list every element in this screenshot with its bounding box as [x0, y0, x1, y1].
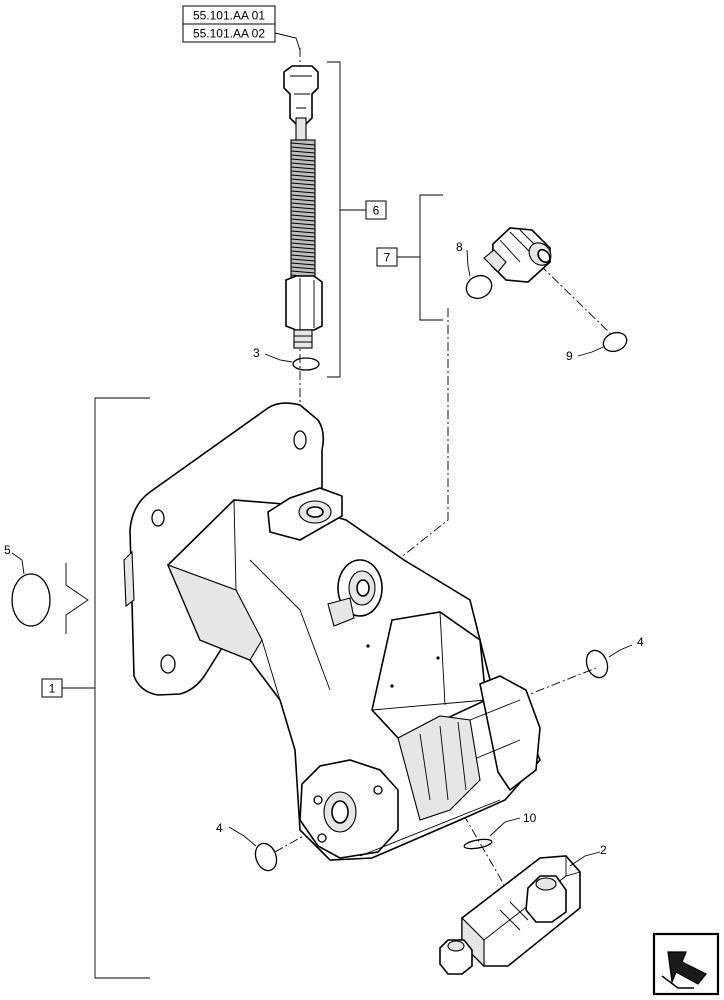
callout-2: 2 — [600, 843, 607, 857]
bracket-6 — [327, 61, 341, 378]
callout-4-right: 4 — [637, 635, 644, 649]
reference-box-2[interactable]: 55.101.AA 02 — [182, 23, 276, 43]
leader-3 — [264, 353, 293, 363]
callout-box-7[interactable] — [376, 247, 398, 267]
leader-4-left — [228, 826, 257, 847]
seal-10[interactable] — [463, 838, 493, 851]
o-ring-4-right[interactable] — [583, 647, 611, 680]
hydraulic-motor-body[interactable] — [123, 402, 541, 861]
fitting-axis-line — [539, 264, 613, 336]
callout-box-6[interactable] — [365, 200, 387, 220]
leader-8 — [466, 249, 471, 277]
reference-box-1[interactable]: 55.101.AA 01 — [182, 5, 276, 25]
sensor-assembly[interactable] — [283, 65, 323, 349]
reference-leader — [274, 32, 301, 51]
reference-label-2: 55.101.AA 02 — [193, 27, 265, 41]
callout-9: 9 — [566, 349, 573, 363]
leader-9 — [577, 346, 604, 357]
port-right-line — [519, 667, 597, 699]
leader-4-right — [608, 644, 633, 658]
callout-10: 10 — [523, 811, 537, 825]
callout-3: 3 — [253, 346, 260, 360]
o-ring-4-left[interactable] — [252, 840, 280, 873]
callout-box-1[interactable] — [41, 678, 63, 698]
relief-valve[interactable] — [439, 855, 581, 975]
o-ring-3[interactable] — [292, 357, 320, 371]
leader-5 — [11, 552, 25, 575]
fitting-center-line — [359, 308, 449, 591]
callout-8: 8 — [456, 240, 463, 254]
elbow-fitting[interactable] — [483, 227, 555, 283]
callout-6: 6 — [373, 204, 380, 218]
leader-10 — [489, 817, 521, 837]
break-symbol — [65, 563, 89, 634]
o-ring-8[interactable] — [463, 272, 496, 303]
callout-4-left: 4 — [216, 821, 223, 835]
leader-2 — [569, 851, 601, 867]
o-ring-5[interactable] — [11, 573, 51, 627]
callout-7: 7 — [384, 251, 391, 265]
o-ring-9[interactable] — [601, 329, 630, 354]
navigation-arrow-icon[interactable] — [652, 932, 720, 996]
callout-5: 5 — [4, 543, 11, 557]
bracket-7 — [419, 194, 443, 321]
reference-label-1: 55.101.AA 01 — [193, 9, 265, 23]
callout-1: 1 — [49, 682, 56, 696]
